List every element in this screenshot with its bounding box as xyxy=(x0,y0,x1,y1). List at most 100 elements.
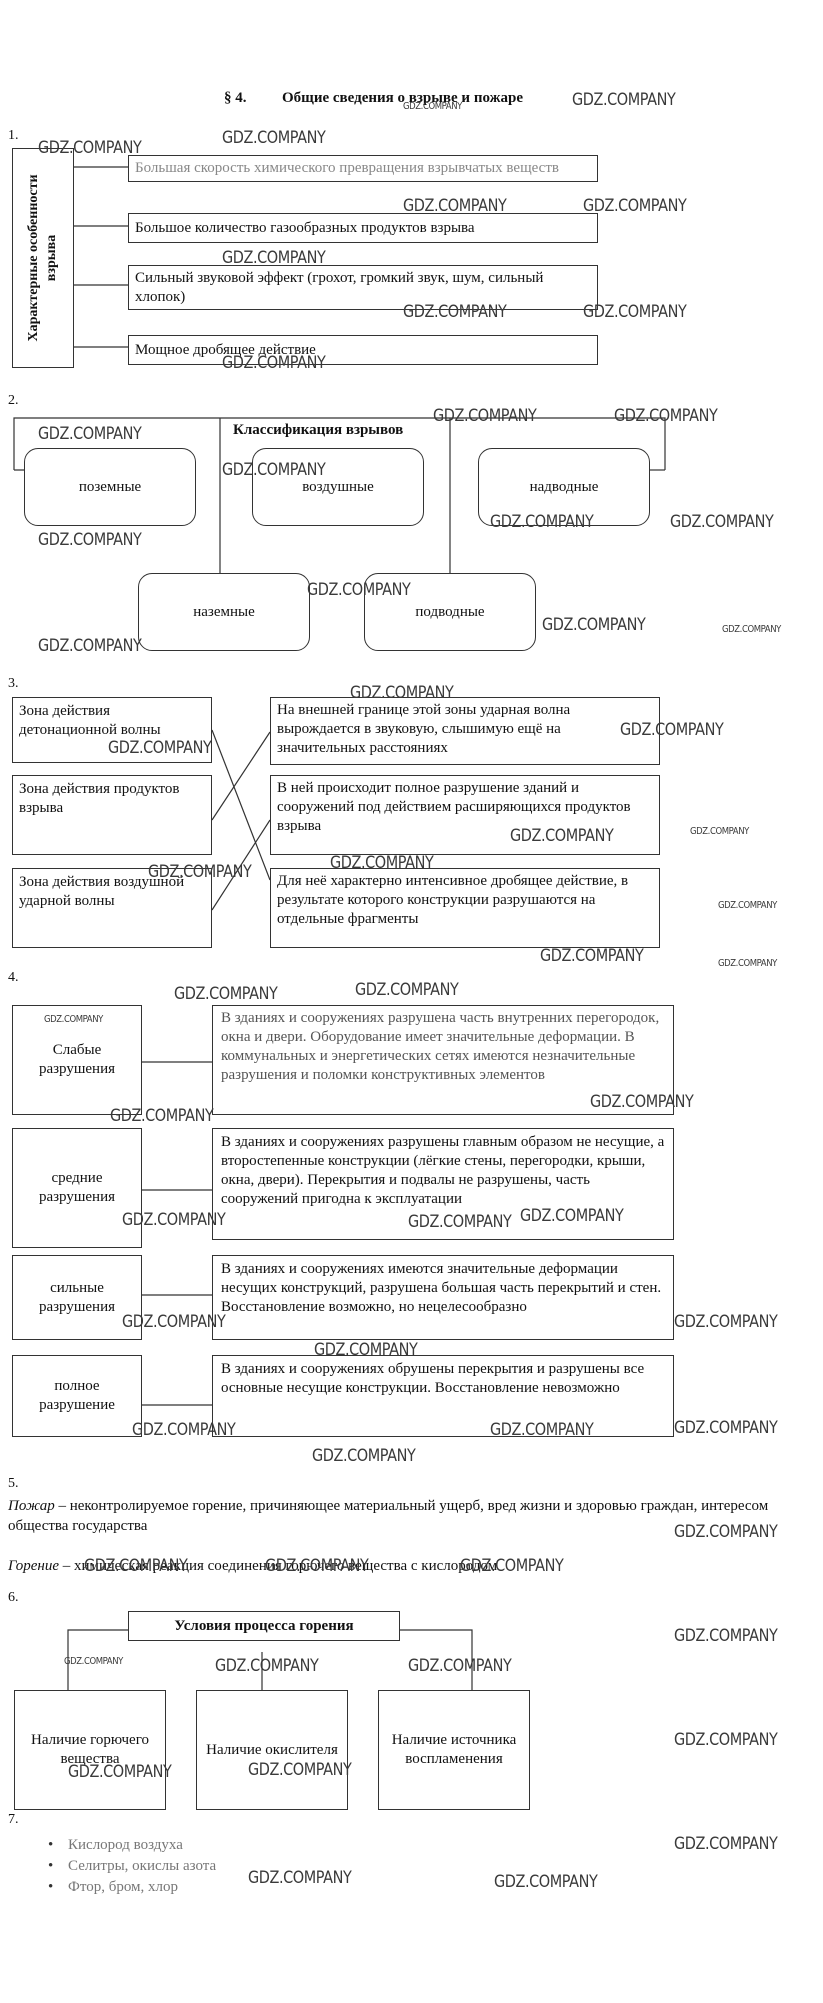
watermark: GDZ.COMPANY xyxy=(222,353,326,373)
task-number-3: 3. xyxy=(8,676,19,691)
watermark: GDZ.COMPANY xyxy=(248,1868,352,1888)
damage-level-box: средние разрушения xyxy=(12,1128,142,1248)
watermark: GDZ.COMPANY xyxy=(490,1420,594,1440)
watermark: GDZ.COMPANY xyxy=(132,1420,236,1440)
task-number-4: 4. xyxy=(8,970,19,985)
watermark: GDZ.COMPANY xyxy=(174,984,278,1004)
watermark: GDZ.COMPANY xyxy=(520,1206,624,1226)
zone-description-box: В ней происходит полное разрушение здани… xyxy=(270,775,660,855)
watermark: GDZ.COMPANY xyxy=(222,128,326,148)
term-fire: Пожар xyxy=(8,1498,55,1514)
task-number-6: 6. xyxy=(8,1590,19,1605)
watermark: GDZ.COMPANY xyxy=(670,512,774,532)
watermark: GDZ.COMPANY xyxy=(408,1656,512,1676)
watermark: GDZ.COMPANY xyxy=(403,196,507,216)
zone-box: Зона действия продуктов взрыва xyxy=(12,775,212,855)
zone-box: Зона действия детонационной волны xyxy=(12,697,212,763)
list-item: Кислород воздуха xyxy=(40,1835,216,1856)
watermark: GDZ.COMPANY xyxy=(355,980,459,1000)
oxidizer-list: Кислород воздуха Селитры, окислы азота Ф… xyxy=(40,1835,216,1898)
watermark: GDZ.COMPANY xyxy=(494,1872,598,1892)
definition-combustion: Горение – химическая реакция соединения … xyxy=(8,1556,798,1576)
watermark: GDZ.COMPANY xyxy=(590,1092,694,1112)
watermark: GDZ.COMPANY xyxy=(68,1762,172,1782)
watermark: GDZ.COMPANY xyxy=(408,1212,512,1232)
condition-box: Наличие горючего вещества xyxy=(14,1690,166,1810)
watermark: GDZ.COMPANY xyxy=(433,406,537,426)
zone-description-box: Для неё характерно интенсивное дробящее … xyxy=(270,868,660,948)
watermark: GDZ.COMPANY xyxy=(222,248,326,268)
watermark: GDZ.COMPANY xyxy=(312,1446,416,1466)
explosion-type-box: поземные xyxy=(24,448,196,526)
zone-box: Зона действия воздушной ударной волны xyxy=(12,868,212,948)
watermark: GDZ.COMPANY xyxy=(583,302,687,322)
task-number-5: 5. xyxy=(8,1476,19,1491)
watermark: GDZ.COMPANY xyxy=(718,900,777,911)
watermark: GDZ.COMPANY xyxy=(674,1730,778,1750)
damage-description-box: В зданиях и сооружениях разрушена часть … xyxy=(212,1005,674,1115)
def-combustion: – химическая реакция соединения горючего… xyxy=(59,1558,498,1574)
task-number-2: 2. xyxy=(8,393,19,408)
watermark: GDZ.COMPANY xyxy=(84,1556,188,1576)
damage-description-box: В зданиях и сооружениях обрушены перекры… xyxy=(212,1355,674,1437)
term-combustion: Горение xyxy=(8,1558,60,1574)
explosion-features-label: Характерные особенности взрыва xyxy=(26,174,59,342)
watermark: GDZ.COMPANY xyxy=(674,1522,778,1542)
watermark: GDZ.COMPANY xyxy=(674,1834,778,1854)
damage-level-box: сильные разрушения xyxy=(12,1255,142,1340)
watermark: GDZ.COMPANY xyxy=(674,1626,778,1646)
watermark: GDZ.COMPANY xyxy=(460,1556,564,1576)
watermark: GDZ.COMPANY xyxy=(674,1312,778,1332)
feature-box: Сильный звуковой эффект (грохот, громкий… xyxy=(128,265,598,310)
watermark: GDZ.COMPANY xyxy=(542,615,646,635)
watermark: GDZ.COMPANY xyxy=(490,512,594,532)
condition-box: Наличие окислителя xyxy=(196,1690,348,1810)
watermark: GDZ.COMPANY xyxy=(44,1014,103,1025)
watermark: GDZ.COMPANY xyxy=(122,1312,226,1332)
watermark: GDZ.COMPANY xyxy=(215,1656,319,1676)
explosion-features-label-box: Характерные особенности взрыва xyxy=(12,148,74,368)
feature-box: Большая скорость химического превращения… xyxy=(128,155,598,182)
watermark: GDZ.COMPANY xyxy=(314,1340,418,1360)
list-item: Селитры, окислы азота xyxy=(40,1856,216,1877)
def-fire: – неконтролируемое горение, причиняющее … xyxy=(8,1498,769,1534)
watermark: GDZ.COMPANY xyxy=(110,1106,214,1126)
task-number-1: 1. xyxy=(8,128,19,143)
watermark: GDZ.COMPANY xyxy=(620,720,724,740)
watermark: GDZ.COMPANY xyxy=(583,196,687,216)
watermark: GDZ.COMPANY xyxy=(222,460,326,480)
watermark: GDZ.COMPANY xyxy=(540,946,644,966)
definition-fire: Пожар – неконтролируемое горение, причин… xyxy=(8,1496,798,1536)
damage-level-box: Слабые разрушения xyxy=(12,1005,142,1115)
explosion-type-box: наземные xyxy=(138,573,310,651)
task-number-7: 7. xyxy=(8,1812,19,1827)
explosion-type-box: воздушные xyxy=(252,448,424,526)
watermark: GDZ.COMPANY xyxy=(350,683,454,703)
watermark: GDZ.COMPANY xyxy=(722,624,781,635)
watermark: GDZ.COMPANY xyxy=(674,1418,778,1438)
watermark: GDZ.COMPANY xyxy=(38,138,142,158)
watermark: GDZ.COMPANY xyxy=(403,302,507,322)
damage-description-box: В зданиях и сооружениях разрушены главны… xyxy=(212,1128,674,1240)
watermark: GDZ.COMPANY xyxy=(403,101,462,112)
watermark: GDZ.COMPANY xyxy=(38,424,142,444)
watermark: GDZ.COMPANY xyxy=(265,1556,369,1576)
watermark: GDZ.COMPANY xyxy=(108,738,212,758)
section-number: § 4. xyxy=(224,90,247,106)
explosion-type-box: подводные xyxy=(364,573,536,651)
watermark: GDZ.COMPANY xyxy=(122,1210,226,1230)
watermark: GDZ.COMPANY xyxy=(690,826,749,837)
zone-description-box: На внешней границе этой зоны ударная вол… xyxy=(270,697,660,765)
watermark: GDZ.COMPANY xyxy=(148,862,252,882)
watermark: GDZ.COMPANY xyxy=(510,826,614,846)
damage-description-box: В зданиях и сооружениях имеются значител… xyxy=(212,1255,674,1340)
damage-level-box: полное разрушение xyxy=(12,1355,142,1437)
combustion-conditions-title: Условия процесса горения xyxy=(128,1611,400,1641)
watermark: GDZ.COMPANY xyxy=(718,958,777,969)
watermark: GDZ.COMPANY xyxy=(38,636,142,656)
explosion-type-box: надводные xyxy=(478,448,650,526)
feature-box: Большое количество газообразных продукто… xyxy=(128,213,598,243)
watermark: GDZ.COMPANY xyxy=(307,580,411,600)
watermark: GDZ.COMPANY xyxy=(614,406,718,426)
classification-title: Классификация взрывов xyxy=(233,422,404,438)
